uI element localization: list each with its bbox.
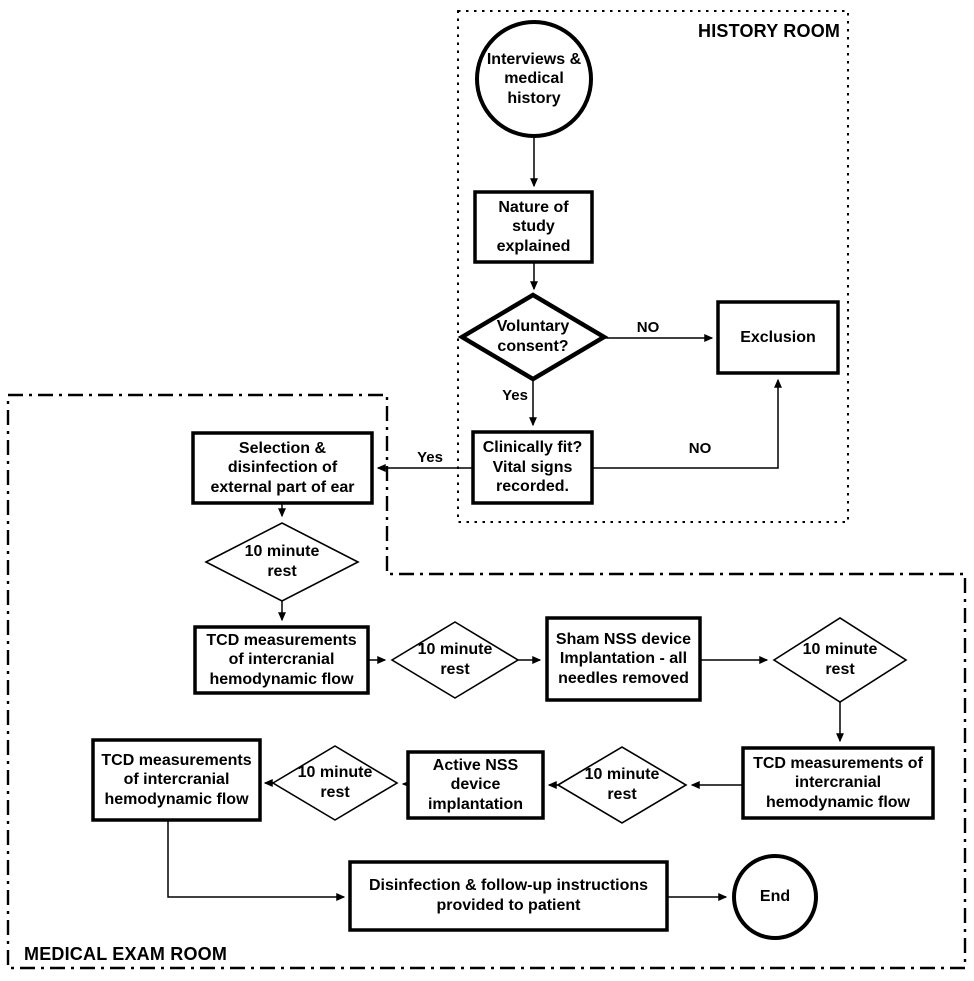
nature-box-label: Nature of study explained <box>496 198 571 255</box>
consent-diamond-shape <box>457 292 609 382</box>
clinical-no-label: NO <box>688 439 712 457</box>
rest4-diamond-label: 10 minute rest <box>584 766 660 803</box>
tcd3-box-label: TCD measurements of intercranial hemodyn… <box>101 751 252 808</box>
tcd1-box-shape <box>193 625 370 695</box>
tcd2-box-shape <box>741 746 935 820</box>
active-box-shape <box>406 750 545 820</box>
sham-box-shape <box>545 616 702 702</box>
clinical-yes-label: Yes <box>417 448 443 466</box>
tcd1-box-label: TCD measurements of intercranial hemodyn… <box>206 631 357 688</box>
nature-box-shape <box>473 190 594 264</box>
disinfect-box-label: Disinfection & follow-up instructions pr… <box>368 877 649 914</box>
rest5-diamond-shape <box>271 745 399 821</box>
rest5-diamond-label: 10 minute rest <box>297 764 373 801</box>
start-circle-shape <box>475 20 593 138</box>
consent-no-label: NO <box>636 318 660 336</box>
selection-box-label: Selection & disinfection of external par… <box>210 439 355 496</box>
tcd2-box-label: TCD measurements of intercranial hemodyn… <box>753 754 923 811</box>
edge-tcd3-to-disinfect <box>167 820 346 901</box>
history-room-label: HISTORY ROOM <box>698 21 841 41</box>
history-room-border <box>457 10 849 523</box>
rest1-diamond-shape <box>204 522 360 602</box>
selection-box-shape <box>191 431 374 505</box>
active-box-label: Active NSS device implantation <box>427 756 524 813</box>
tcd3-box-shape <box>91 738 262 822</box>
exclusion-box-label: Exclusion <box>740 328 816 346</box>
sham-box-label: Sham NSS device Implantation - all needl… <box>555 630 692 687</box>
rest3-diamond-shape <box>772 617 908 703</box>
rest3-diamond-label: 10 minute rest <box>802 641 878 678</box>
rest4-diamond-shape <box>556 746 688 824</box>
clinical-box-shape <box>471 430 594 505</box>
medical-exam-room-label: MEDICAL EXAM ROOM <box>24 944 228 964</box>
rest1-diamond-label: 10 minute rest <box>244 543 320 580</box>
start-circle-label: Interviews & medical history <box>486 50 582 107</box>
rest2-diamond-label: 10 minute rest <box>417 641 493 678</box>
disinfect-box-shape <box>348 860 669 932</box>
consent-diamond-label: Voluntary consent? <box>496 318 570 355</box>
exclusion-box-shape <box>716 300 840 375</box>
edge-clinical-no-to-exclusion <box>592 378 782 469</box>
clinical-box-label: Clinically fit? Vital signs recorded. <box>482 439 583 496</box>
end-circle-label: End <box>759 888 791 906</box>
rest2-diamond-shape <box>390 621 520 699</box>
end-circle-shape <box>732 854 818 940</box>
consent-yes-label: Yes <box>502 386 528 404</box>
